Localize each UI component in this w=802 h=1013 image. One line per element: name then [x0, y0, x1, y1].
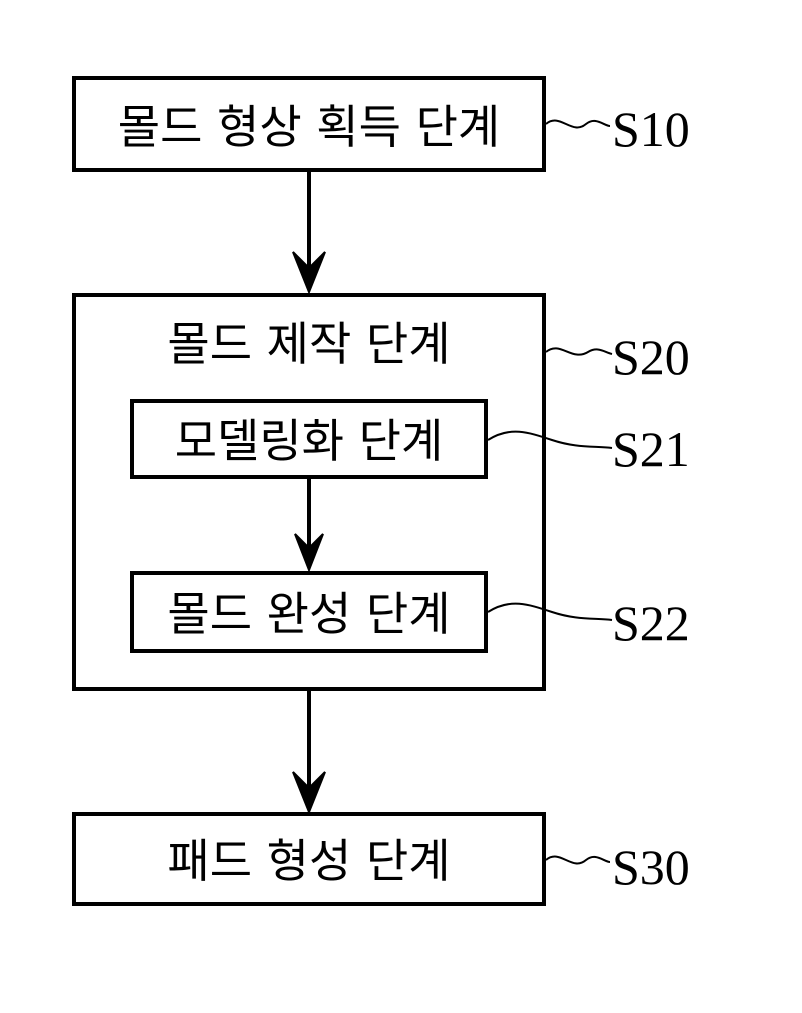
step-s21-label: 모델링화 단계: [175, 414, 444, 468]
ref-label-s21: S21: [612, 421, 690, 477]
leader-line-s20: [546, 348, 612, 354]
arrow-s21-to-s22: [295, 477, 323, 570]
ref-s30: S30: [546, 839, 690, 895]
ref-s20: S20: [546, 329, 690, 385]
arrow-s10-to-s20: [293, 170, 325, 292]
ref-label-s30: S30: [612, 839, 690, 895]
step-s22-label: 몰드 완성 단계: [167, 587, 450, 641]
ref-label-s20: S20: [612, 329, 690, 385]
step-s30-label: 패드 형성 단계: [167, 834, 450, 888]
arrow-s20-to-s30: [293, 689, 325, 812]
leader-line-s30: [546, 857, 610, 864]
leader-line-s21: [488, 432, 612, 448]
leader-line-s22: [488, 604, 612, 620]
step-s10: 몰드 형상 획득 단계: [74, 78, 544, 170]
ref-label-s10: S10: [612, 101, 690, 157]
ref-s10: S10: [546, 101, 690, 157]
ref-label-s22: S22: [612, 595, 690, 651]
leader-line-s10: [546, 121, 610, 128]
step-s22: 몰드 완성 단계: [132, 573, 486, 651]
step-s21: 모델링화 단계: [132, 401, 486, 477]
step-s20-label: 몰드 제작 단계: [167, 317, 450, 371]
step-s10-label: 몰드 형상 획득 단계: [118, 100, 500, 154]
ref-s21: S21: [488, 421, 690, 477]
step-s30: 패드 형성 단계: [74, 814, 544, 904]
ref-s22: S22: [488, 595, 690, 651]
